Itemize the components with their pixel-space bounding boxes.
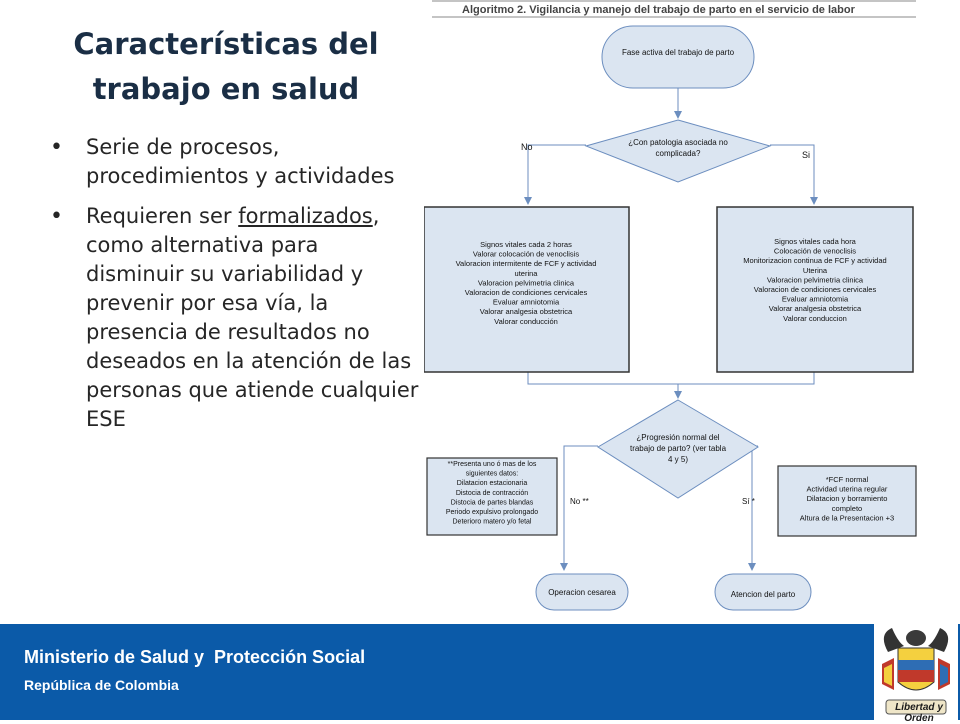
flowchart-end-label-left: Operacion cesarea <box>548 588 616 597</box>
flowchart-text-line: Valorar analgesia obstetrica <box>769 304 862 313</box>
flowchart-text-line: Valoracion pelvimetria clinica <box>767 275 864 284</box>
flowchart-label-no-2: No ** <box>570 497 589 506</box>
slide-title-line-2: trabajo en salud <box>92 72 360 106</box>
bullet-text-2-post: , como alternativa para disminuir su var… <box>86 204 419 431</box>
bullet-text-2-pre: Requieren ser <box>86 204 239 228</box>
flowchart-decision-2-line: ¿Progresión normal del <box>636 433 719 442</box>
flowchart-label-si: Si <box>802 150 810 160</box>
bullet-list: Serie de procesos, procedimientos y acti… <box>50 133 420 445</box>
slide-title-line-1: Características del <box>73 27 379 61</box>
bullet-item: Serie de procesos, procedimientos y acti… <box>50 133 420 191</box>
flowchart-text-line: Valorar conduccion <box>783 314 847 323</box>
bullet-text-2-underlined: formalizados <box>238 204 373 228</box>
flowchart-start-node <box>601 25 755 89</box>
flowchart-text-line: Monitorizacion continua de FCF y activid… <box>743 256 886 265</box>
flowchart-end-node-right <box>714 573 812 611</box>
flowchart-note-right <box>777 465 917 537</box>
flowchart-decision-2-line: 4 y 5) <box>668 455 688 464</box>
flowchart-text-line: uterina <box>515 269 539 278</box>
footer-bar: Ministerio de Salud y Protección Social … <box>0 624 960 724</box>
flowchart-text-line: Valorar conducción <box>494 317 558 326</box>
flowchart-text-line: Deterioro matero y/o fetal <box>453 519 532 526</box>
flowchart-label-no: No <box>521 142 533 152</box>
flowchart-title: Algoritmo 2. Vigilancia y manejo del tra… <box>462 4 856 16</box>
flowchart-text-line: siguientes datos: <box>466 471 519 478</box>
flowchart-end-label-right: Atencion del parto <box>731 590 796 599</box>
flowchart-label-si-2: Sí * <box>742 497 755 506</box>
flowchart-start-label: Fase activa del trabajo de parto <box>622 48 735 57</box>
flowchart-decision-1-line: ¿Con patologia asociada no <box>628 138 728 147</box>
flowchart-note-left <box>426 457 558 536</box>
flowchart-decision-2-line: trabajo de parto? (ver tabla <box>630 444 727 453</box>
motto-ribbon: Libertad y Orden <box>895 702 943 724</box>
flowchart-note-left-text: **Presenta uno ó mas de los siguientes da… <box>446 461 538 526</box>
flowchart-text-line: completo <box>832 504 862 513</box>
flowchart-text-line: *FCF normal <box>826 475 869 484</box>
flowchart-text-line: Distocia de partes blandas <box>451 499 534 506</box>
flowchart-text-line: Signos vitales cada hora <box>774 237 857 246</box>
slide-title: Características del trabajo en salud <box>40 22 412 112</box>
coat-of-arms-icon <box>874 624 958 720</box>
flowchart-end-node-left <box>535 573 629 611</box>
flowchart-diagram: Algoritmo 2. Vigilancia y manejo del tra… <box>424 0 917 611</box>
flowchart-text-line: Dilatacion y borramiento <box>807 494 888 503</box>
flowchart-text-line: Evaluar amniotomia <box>493 298 560 307</box>
flowchart-text-line: Valoracion pelvimetria clinica <box>478 278 575 287</box>
republic-name: República de Colombia <box>24 677 179 693</box>
flowchart-text-line: Dilatacion estacionaria <box>457 480 528 487</box>
flowchart-text-line: Actividad uterina regular <box>807 485 888 494</box>
flowchart-text-line: Distocia de contracción <box>456 490 528 497</box>
flowchart-text-line: Uterina <box>803 266 828 275</box>
flowchart-text-line: Periodo expulsivo prolongado <box>446 509 538 516</box>
flowchart-process-box-left <box>424 206 630 373</box>
flowchart-text-line: Altura de la Presentacion +3 <box>800 513 894 522</box>
flowchart-decision-1 <box>584 119 772 183</box>
flowchart-text-line: Colocación de venoclisis <box>774 247 856 256</box>
flowchart-decision-1-line: complicada? <box>656 149 701 158</box>
flowchart-text-line: Valorar colocación de venoclisis <box>473 250 579 259</box>
flowchart-decision-2 <box>597 399 759 499</box>
flowchart-text-line: Valoracion de condiciones cervicales <box>465 288 588 297</box>
bullet-text-1: Serie de procesos, procedimientos y acti… <box>86 135 395 188</box>
flowchart-process-box-right <box>716 206 914 373</box>
flowchart-text-line: Signos vitales cada 2 horas <box>480 240 572 249</box>
ministry-name: Ministerio de Salud y Protección Social <box>24 647 366 667</box>
bullet-item: Requieren ser formalizados, como alterna… <box>50 202 420 434</box>
flowchart-text-line: Valoracion intermitente de FCF y activid… <box>456 259 597 268</box>
flowchart-text-line: **Presenta uno ó mas de los <box>448 461 537 468</box>
flowchart-text-line: Evaluar amniotomia <box>782 295 849 304</box>
flowchart-text-line: Valorar analgesia obstetrica <box>480 307 573 316</box>
flowchart-text-line: Valoracion de condiciones cervicales <box>754 285 877 294</box>
